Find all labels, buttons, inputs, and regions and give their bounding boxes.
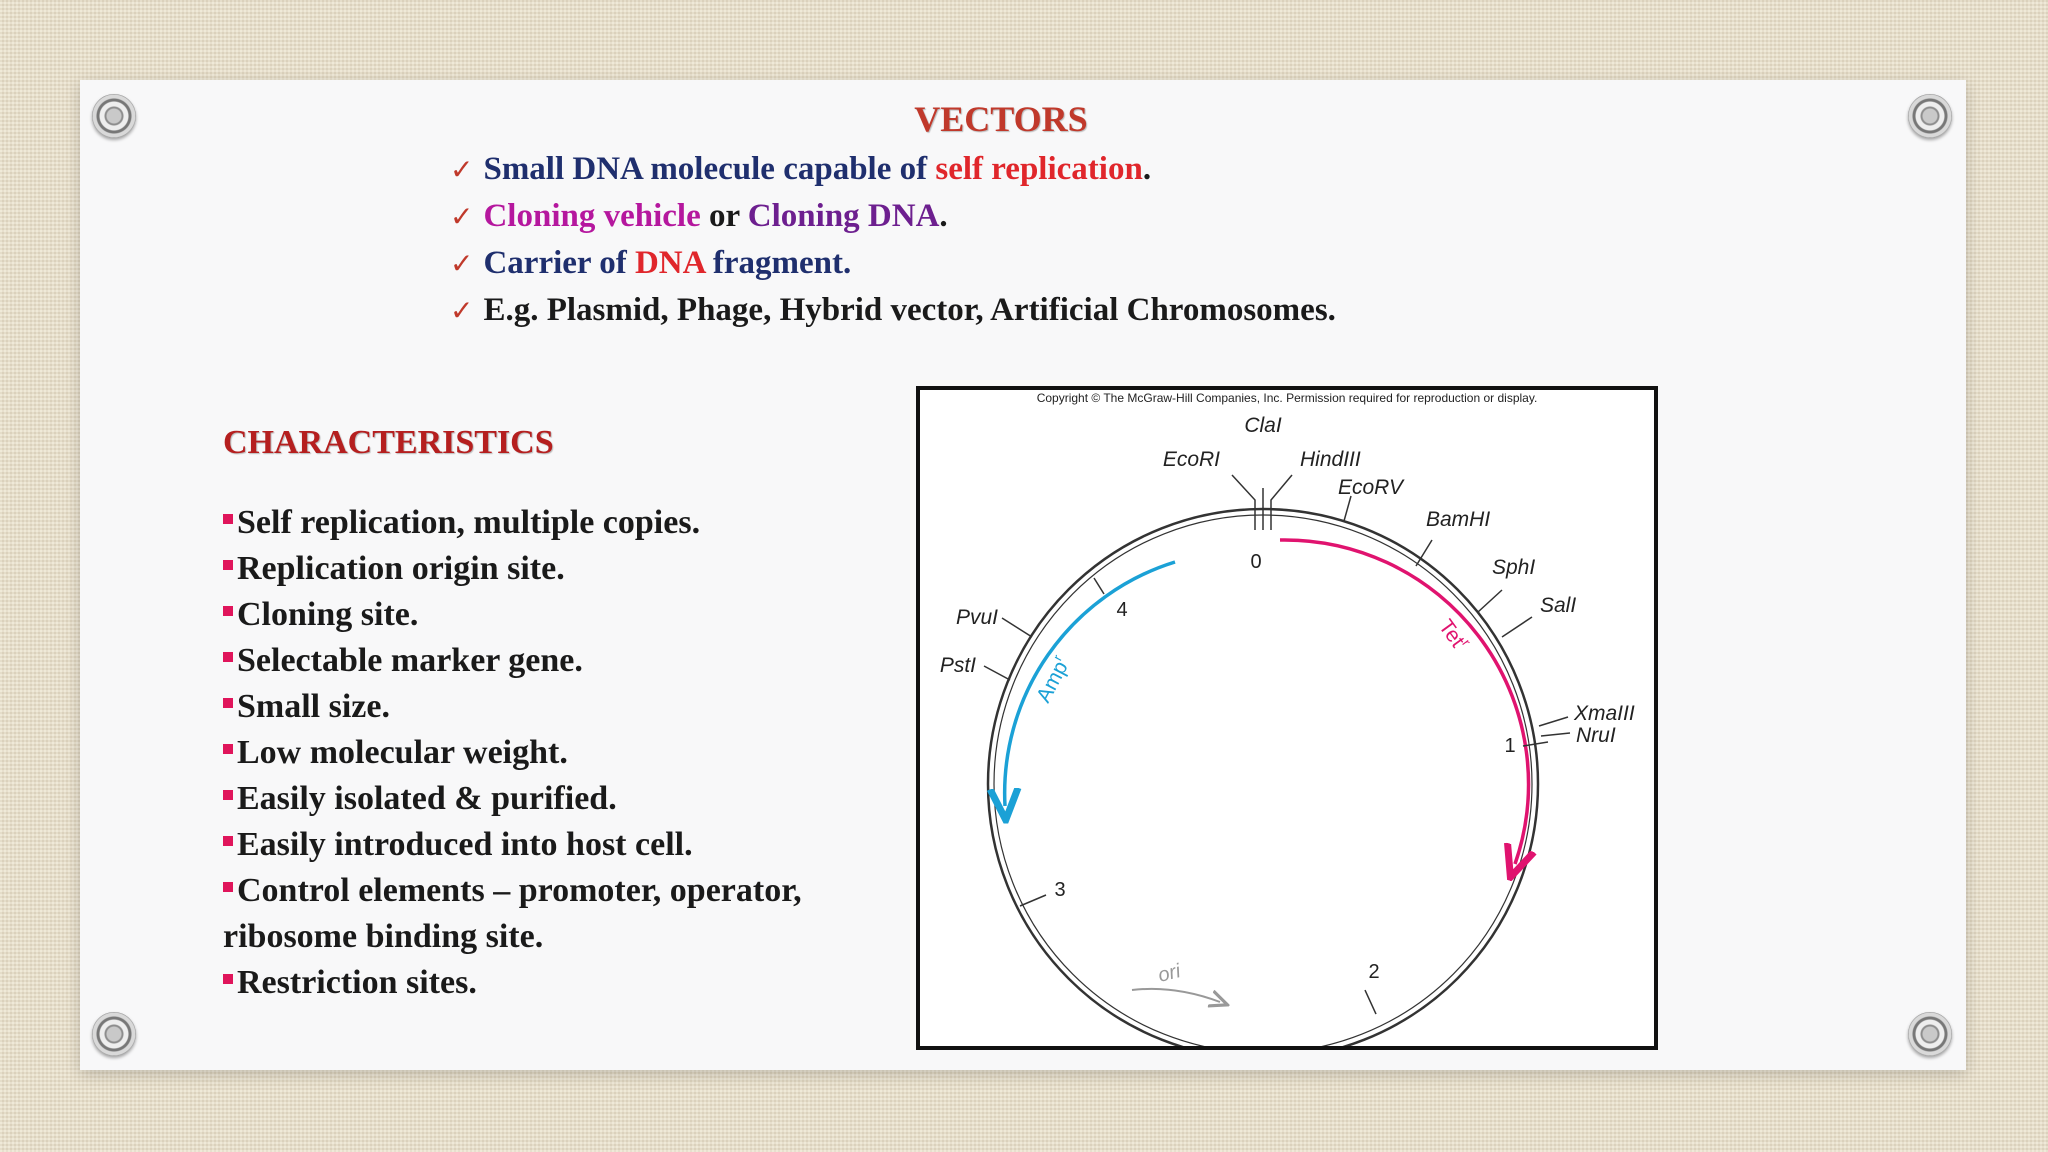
- tet-label: Tetr: [1434, 614, 1474, 656]
- site-label-hindiii: HindIII: [1300, 448, 1361, 471]
- vector-bullets: ✓ Small DNA molecule capable of self repl…: [450, 146, 1336, 334]
- site-label-xmaiii: XmaIII: [1573, 702, 1635, 725]
- characteristics-title: CHARACTERISTICS: [223, 424, 554, 461]
- list-item: Small size.: [223, 684, 923, 730]
- list-item: Selectable marker gene.: [223, 638, 923, 684]
- bullet-text: E.g. Plasmid, Phage, Hybrid vector, Arti…: [483, 292, 1336, 328]
- site-line-bamhi: [1415, 539, 1433, 567]
- list-item: Low molecular weight.: [223, 730, 923, 776]
- bullet-square-icon: [223, 698, 233, 709]
- list-item: Self replication, multiple copies.: [223, 500, 923, 546]
- plasmid-map-svg: Copyright © The McGraw-Hill Companies, I…: [940, 391, 1635, 1046]
- bullet-square-icon: [223, 744, 233, 755]
- list-item: Replication origin site.: [223, 546, 923, 592]
- scale-tick-1: [1522, 741, 1549, 747]
- scale-label-1: 1: [1504, 735, 1515, 757]
- slide-title: VECTORS: [914, 99, 1088, 139]
- site-line-psti: [983, 665, 1011, 681]
- list-item: Cloning site.: [223, 592, 923, 638]
- bullet-square-icon: [223, 606, 233, 617]
- bullet-text: Cloning DNA: [747, 198, 940, 234]
- site-label-krui: NruI: [1576, 724, 1616, 747]
- tet-arrow: [1279, 538, 1529, 864]
- site-label-ecori: EcoRI: [1163, 448, 1220, 471]
- scale-tick-3: [1019, 894, 1047, 907]
- list-item: Restriction sites.: [223, 960, 923, 1006]
- bullet-line: ✓ E.g. Plasmid, Phage, Hybrid vector, Art…: [450, 287, 1336, 334]
- copyright-text: Copyright © The McGraw-Hill Companies, I…: [1037, 391, 1538, 405]
- check-icon: ✓: [450, 294, 474, 327]
- list-item: Control elements – promoter, operator, r…: [223, 872, 802, 955]
- bullet-line: ✓ Small DNA molecule capable of self repl…: [450, 146, 1336, 193]
- rivet-bottom-left: [92, 1012, 136, 1056]
- site-label-sali: SalI: [1540, 594, 1576, 617]
- amp-label: Ampr: [1029, 652, 1075, 707]
- bullet-line: ✓ Cloning vehicle or Cloning DNA.: [450, 193, 1336, 240]
- check-icon: ✓: [450, 153, 474, 186]
- rivet-top-right: [1908, 94, 1952, 138]
- scale-tick-4: [1093, 577, 1105, 595]
- bullet-text: or: [700, 198, 748, 234]
- list-item: Easily introduced into host cell.: [223, 822, 923, 868]
- characteristics-list: Self replication, multiple copies. Repli…: [223, 500, 923, 1006]
- site-line-sphi: [1477, 589, 1503, 613]
- scale-label-0: 0: [1250, 551, 1261, 573]
- amp-arrow: [1005, 560, 1176, 806]
- site-line-pvui: [1001, 617, 1033, 638]
- site-line-hindiii: [1270, 474, 1293, 530]
- plasmid-map-figure: Copyright © The McGraw-Hill Companies, I…: [916, 386, 1658, 1050]
- check-icon: ✓: [450, 200, 474, 233]
- bullet-square-icon: [223, 560, 233, 571]
- ori-label: ori: [1156, 960, 1183, 987]
- scale-label-2: 2: [1368, 961, 1379, 983]
- rivet-bottom-right: [1908, 1012, 1952, 1056]
- check-icon: ✓: [450, 247, 474, 280]
- site-label-bamhi: BamHI: [1426, 508, 1490, 531]
- bullet-square-icon: [223, 974, 233, 985]
- site-label-sphi: SphI: [1492, 556, 1535, 579]
- plasmid-inner-ring: [993, 514, 1533, 1046]
- plasmid-outer-ring: [986, 507, 1540, 1046]
- rivet-top-left: [92, 94, 136, 138]
- site-label-ecorv: EcoRV: [1338, 476, 1405, 499]
- bullet-text: DNA: [634, 245, 705, 281]
- site-line-sali: [1501, 616, 1533, 638]
- scale-label-4: 4: [1116, 599, 1127, 621]
- bullet-square-icon: [223, 514, 233, 525]
- bullet-square-icon: [223, 882, 233, 893]
- bullet-square-icon: [223, 836, 233, 847]
- bullet-text: .: [939, 198, 948, 234]
- bullet-text: fragment.: [704, 245, 852, 281]
- list-item: Easily isolated & purified.: [223, 776, 923, 822]
- bullet-text: Small DNA molecule capable of: [483, 151, 936, 187]
- bullet-square-icon: [223, 790, 233, 801]
- site-line-ecori: [1231, 474, 1256, 530]
- site-line-krui: [1540, 732, 1571, 737]
- bullet-line: ✓ Carrier of DNA fragment.: [450, 240, 1336, 287]
- site-label-pvui: PvuI: [956, 606, 998, 629]
- scale-tick-2: [1364, 989, 1377, 1015]
- bullet-text: .: [1142, 151, 1152, 187]
- bullet-text: Carrier of: [483, 245, 635, 281]
- slide-card: VECTORS ✓ Small DNA molecule capable of s…: [80, 80, 1966, 1070]
- site-line-xmaiii: [1538, 716, 1569, 727]
- site-label-psti: PstI: [940, 654, 976, 677]
- ori-arrow: [1131, 987, 1220, 1002]
- site-line-ecorv: [1343, 495, 1352, 522]
- scale-label-3: 3: [1054, 879, 1065, 901]
- bullet-text: self replication: [935, 151, 1143, 187]
- bullet-square-icon: [223, 652, 233, 663]
- bullet-text: Cloning vehicle: [483, 198, 701, 234]
- site-label-clai: ClaI: [1244, 414, 1282, 437]
